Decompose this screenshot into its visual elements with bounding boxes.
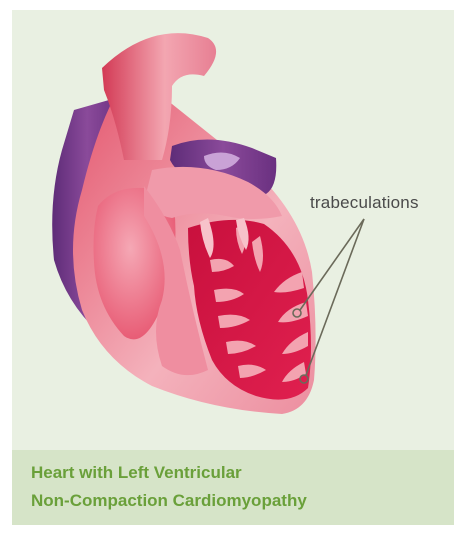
trabeculations-label: trabeculations — [310, 193, 419, 213]
caption-title-line-1: Heart with Left Ventricular — [31, 463, 242, 483]
figure-panel: trabeculations Heart with Left Ventricul… — [12, 10, 454, 525]
heart-illustration — [12, 10, 454, 450]
caption-title-line-2: Non-Compaction Cardiomyopathy — [31, 491, 307, 511]
caption-band: Heart with Left Ventricular Non-Compacti… — [12, 450, 454, 525]
leader-line-lower — [306, 219, 364, 375]
